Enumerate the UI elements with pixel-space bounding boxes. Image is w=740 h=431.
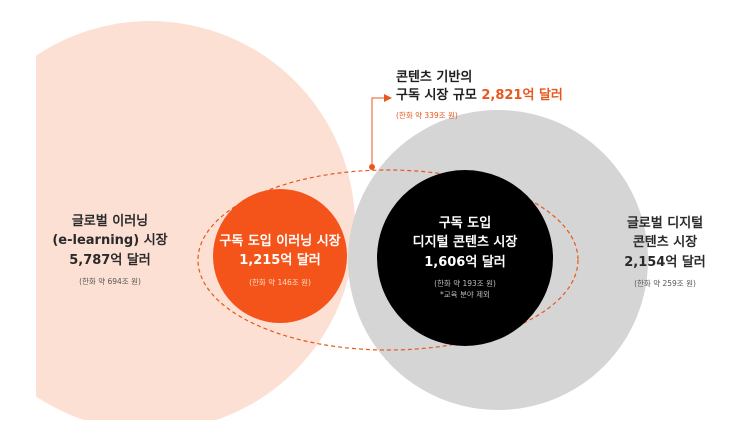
elearning-global-value: 5,787억 달러 [69,252,151,268]
digital-global-krw: (한화 약 259조 원) [634,278,696,288]
total-title-line1: 콘텐츠 기반의 [396,70,473,85]
digital-global-value: 2,154억 달러 [624,254,706,270]
elearning-subscription-krw: (한화 약 146조 원) [249,277,311,287]
total-title-line2: 구독 시장 규모 2,821억 달러 [396,88,563,104]
connector-line [371,97,386,167]
elearning-global-krw: (한화 약 694조 원) [79,276,141,286]
connector-arrowhead [384,94,392,102]
total-value: 2,821억 달러 [481,88,563,103]
digital-subscription-line2: 디지털 콘텐츠 시장 [412,235,518,251]
subscription-total-outline [197,169,579,351]
total-krw: (한화 약 339조 원) [396,111,458,120]
elearning-subscription-value: 1,215억 달러 [239,253,321,269]
digital-subscription-note: *교육 분야 제외 [440,290,490,300]
total-title-prefix: 구독 시장 규모 [396,88,482,103]
elearning-global-label: 글로벌 이러닝 (e-learning) 시장 5,787억 달러 (한화 약 … [40,214,180,286]
elearning-global-line1: 글로벌 이러닝 [71,214,149,229]
elearning-subscription-circle [213,189,347,323]
elearning-global-line2: (e-learning) 시장 [52,233,168,249]
digital-global-line2: 콘텐츠 시장 [632,235,698,251]
digital-subscription-krw: (한화 약 193조 원) [434,278,496,288]
digital-subscription-line1: 구독 도입 [438,216,492,231]
elearning-subscription-label: 구독 도입 이러닝 시장 1,215억 달러 (한화 약 146조 원) [213,234,347,287]
digital-global-label: 글로벌 디지털 콘텐츠 시장 2,154억 달러 (한화 약 259조 원) [600,216,730,288]
digital-subscription-label: 구독 도입 디지털 콘텐츠 시장 1,606억 달러 (한화 약 193조 원)… [395,216,535,300]
digital-subscription-circle [377,170,553,346]
elearning-subscription-line1: 구독 도입 이러닝 시장 [219,234,341,249]
digital-global-line1: 글로벌 디지털 [626,216,704,231]
digital-subscription-value: 1,606억 달러 [424,254,506,270]
